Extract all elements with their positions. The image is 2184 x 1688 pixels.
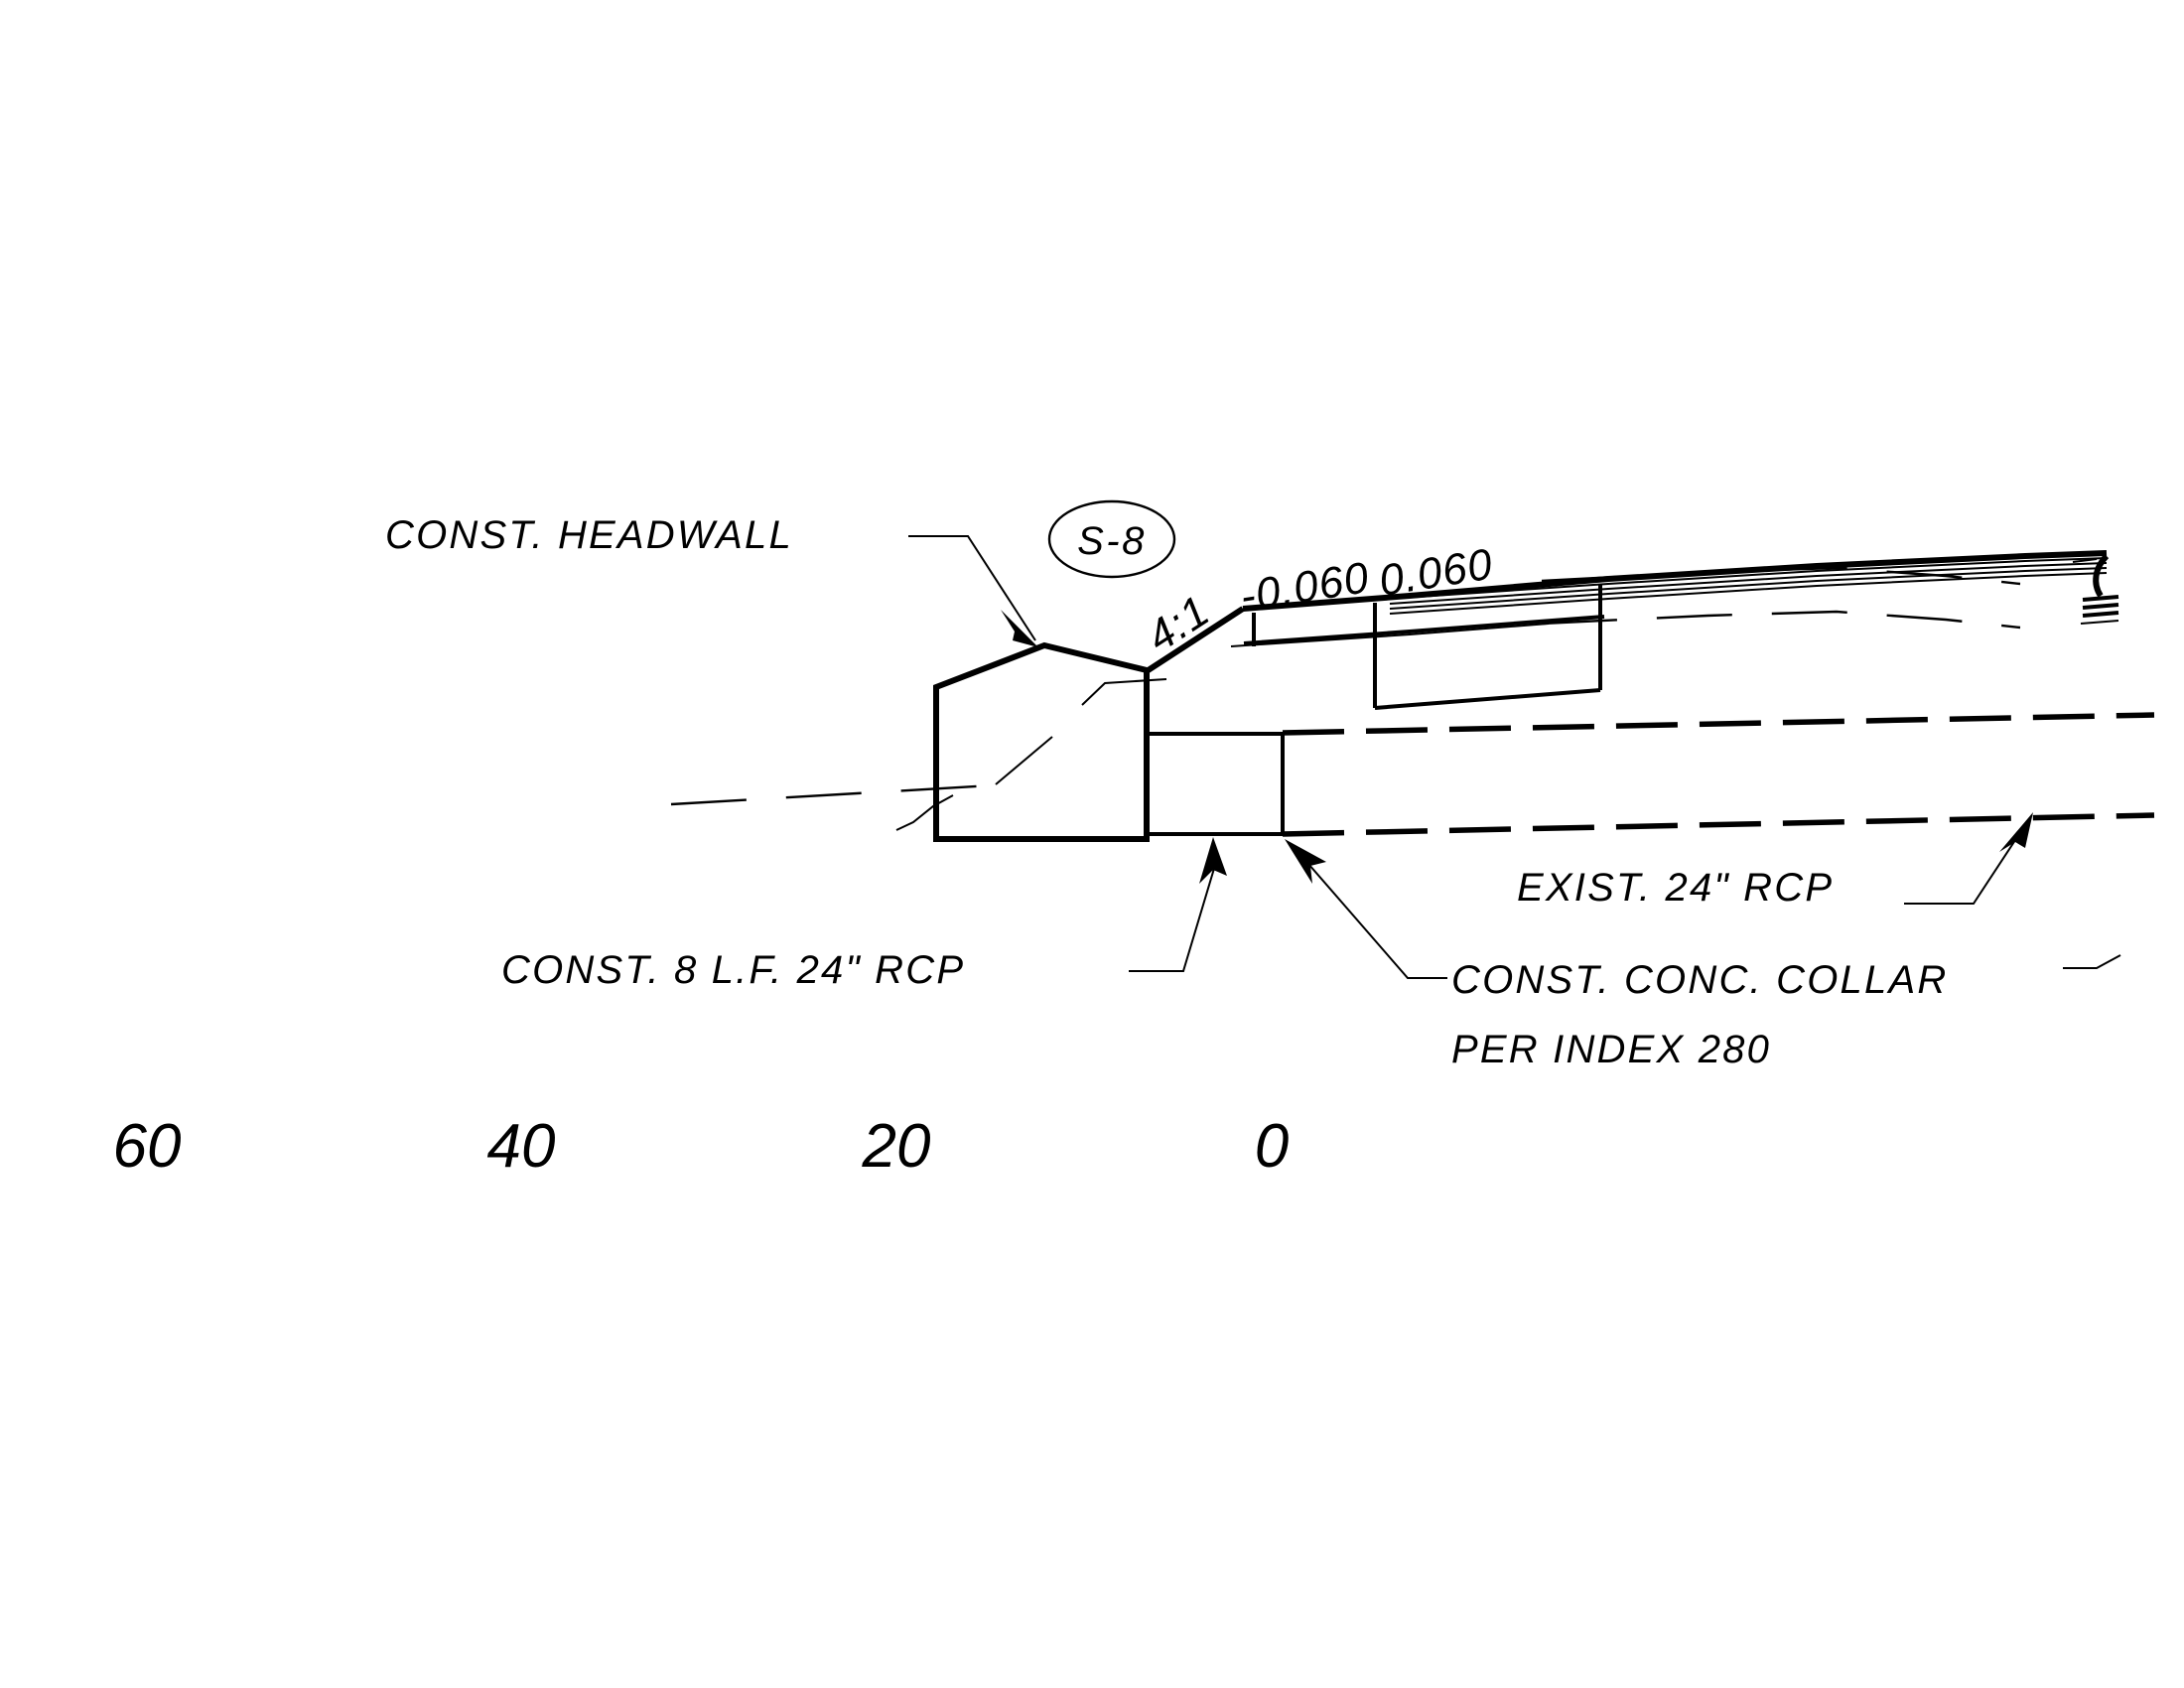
station-scale: 60 40 20 0 (113, 1112, 1290, 1181)
leader-exist-rcp (1904, 812, 2033, 905)
note-const-headwall: CONST. HEADWALL (385, 513, 793, 557)
leader-conc-collar (1285, 839, 1447, 979)
note-exist-rcp: EXIST. 24" RCP (1517, 866, 1834, 910)
station-tick-20: 20 (862, 1112, 931, 1181)
existing-ground-right (1541, 566, 2021, 630)
const-headwall-shape (895, 641, 1167, 842)
note-const-rcp: CONST. 8 L.F. 24" RCP (501, 948, 965, 992)
station-tick-40: 40 (487, 1112, 556, 1181)
leader-const-headwall (908, 535, 1038, 647)
exist-rcp-pipe (1282, 712, 2155, 837)
station-tick-60: 60 (113, 1112, 182, 1181)
bubble-label: S-8 (1077, 519, 1147, 563)
existing-ground-left (670, 783, 994, 806)
const-rcp-barrel (1147, 732, 1285, 836)
label-side-slope: 4:1 (1139, 586, 1219, 661)
note-conc-collar-line2: PER INDEX 280 (1451, 1028, 1771, 1071)
label-grade-right: 0.060 (1376, 539, 1496, 605)
leader-tail-collar-right (2063, 954, 2121, 969)
bubble-ellipse (1047, 499, 1176, 579)
clipped-edge-detail (2072, 553, 2119, 625)
station-tick-0: 0 (1255, 1112, 1289, 1181)
structure-bubble-s8[interactable]: S-8 (1047, 499, 1176, 579)
leader-const-rcp (1129, 837, 1227, 972)
shoulder-pavement-box (1252, 584, 1602, 710)
note-conc-collar-line1: CONST. CONC. COLLAR (1451, 958, 1948, 1002)
label-grade-left: -0.060 (1237, 553, 1373, 622)
